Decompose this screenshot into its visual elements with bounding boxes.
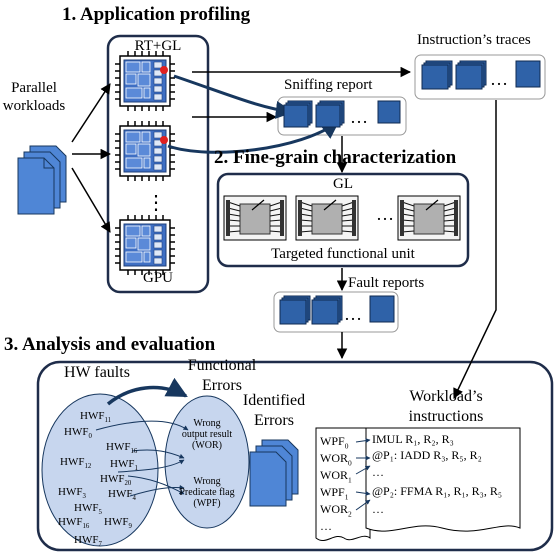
identified-errors-icon (249, 439, 299, 507)
fault-last-card (369, 295, 395, 323)
wor-line-2: output result (181, 429, 233, 440)
gl-gates (223, 195, 461, 241)
error-list-item: WOR0 (320, 451, 352, 468)
sniffing-report-label: Sniffing report (284, 77, 373, 93)
functional-errors-label: Errors (202, 377, 242, 394)
instruction-item: IMUL R₁, R₂, R₃ (372, 432, 454, 446)
gpu-chip-icon (115, 215, 175, 275)
gl-gate-icon (397, 195, 461, 241)
error-list-item: WOR2 (320, 502, 352, 519)
wpf-line-1: Wrong (193, 476, 221, 487)
workload-documents-icon (17, 145, 67, 215)
workloads-label: workloads (2, 98, 66, 114)
wpf-line-3: (WPF) (193, 498, 221, 509)
wpf-label: Wrong Predicate flag (WPF) (166, 476, 248, 509)
error-list-item: … (320, 519, 332, 533)
error-list-item: WPF0 (320, 434, 349, 451)
error-list-item: WOR1 (320, 468, 352, 485)
instruction-traces-stack: … (421, 60, 508, 90)
svg-text:…: … (344, 304, 362, 324)
workload-label-1: Workload’s (409, 388, 483, 405)
fault-reports-label: Fault reports (348, 275, 425, 291)
hw-fault-label: HWF20 (100, 473, 132, 488)
targeted-unit-label: Targeted functional unit (271, 246, 415, 262)
gpu-chip-icon (115, 121, 175, 181)
fault-reports-box (273, 291, 399, 333)
section-profiling-title: 1. Application profiling (62, 4, 251, 25)
section-analysis-title: 3. Analysis and evaluation (4, 334, 216, 355)
hw-faults-ellipse (41, 393, 159, 547)
gl-gate-icon (295, 195, 359, 241)
svg-text:…: … (350, 107, 368, 127)
hw-fault-label: HWF9 (104, 516, 132, 531)
gpu-chip-icon (115, 51, 175, 111)
hw-fault-label: HWF0 (64, 426, 92, 441)
hw-fault-label: HWF12 (60, 456, 92, 471)
hw-fault-label: HWF11 (80, 410, 112, 425)
sniffing-last-card (377, 100, 401, 124)
gpu-label: GPU (142, 270, 173, 286)
section-characterization-title: 2. Fine-grain characterization (214, 147, 457, 168)
identified-errors-label: Errors (254, 412, 294, 429)
instruction-traces-label: Instruction’s traces (417, 32, 531, 48)
hw-fault-label: HWF16 (106, 441, 138, 456)
rt-gl-label: RT+GL (134, 38, 182, 54)
gl-label: GL (333, 176, 353, 192)
workload-label-2: instructions (408, 408, 484, 425)
fault-dot-icon (160, 66, 168, 74)
sniff-curve-2 (167, 120, 340, 154)
chips-vertical-ellipsis: ⋮ (146, 192, 166, 214)
hw-fault-label: HWF3 (58, 486, 86, 501)
fault-reports-stack: … (279, 295, 362, 325)
error-list-doc (315, 427, 371, 542)
error-list-item: WPF1 (320, 485, 349, 502)
gates-ellipsis: … (376, 204, 394, 224)
instruction-item: @P₂: FFMA R₁, R₁, R₃, R₅ (372, 484, 503, 498)
instructions-doc (365, 427, 521, 532)
svg-text:…: … (490, 69, 508, 89)
functional-label: Functional (187, 357, 257, 374)
hw-fault-label: HWF1 (110, 458, 138, 473)
hw-faults-label: HW faults (64, 364, 130, 381)
characterization-box (216, 172, 470, 268)
wpf-line-2: Predicate flag (179, 487, 235, 498)
instruction-item: … (372, 465, 384, 479)
hw-fault-label: HWF7 (74, 534, 102, 549)
traces-last-card (515, 60, 541, 88)
instruction-traces-box (414, 54, 546, 100)
gl-gate-icon (223, 195, 287, 241)
wor-line-3: (WOR) (192, 440, 222, 451)
identified-label: Identified (242, 392, 306, 409)
parallel-label: Parallel (11, 80, 57, 96)
hw-fault-label: HWF4 (108, 488, 136, 503)
hw-fault-label: HWF16 (58, 516, 90, 531)
fault-dot-icon (160, 136, 168, 144)
instruction-item: … (372, 502, 384, 516)
sniffing-report-stack: … (283, 100, 368, 128)
sniff-curve-1 (173, 74, 294, 119)
gpu-chips (115, 51, 175, 275)
instruction-item: @P₁: IADD R₃, R₅, R₂ (372, 448, 482, 462)
gpu-box (106, 34, 210, 294)
wor-line-1: Wrong (193, 418, 221, 429)
wor-label: Wrong output result (WOR) (168, 418, 246, 451)
hw-fault-label: HWF5 (74, 502, 102, 517)
analysis-box (36, 360, 554, 552)
